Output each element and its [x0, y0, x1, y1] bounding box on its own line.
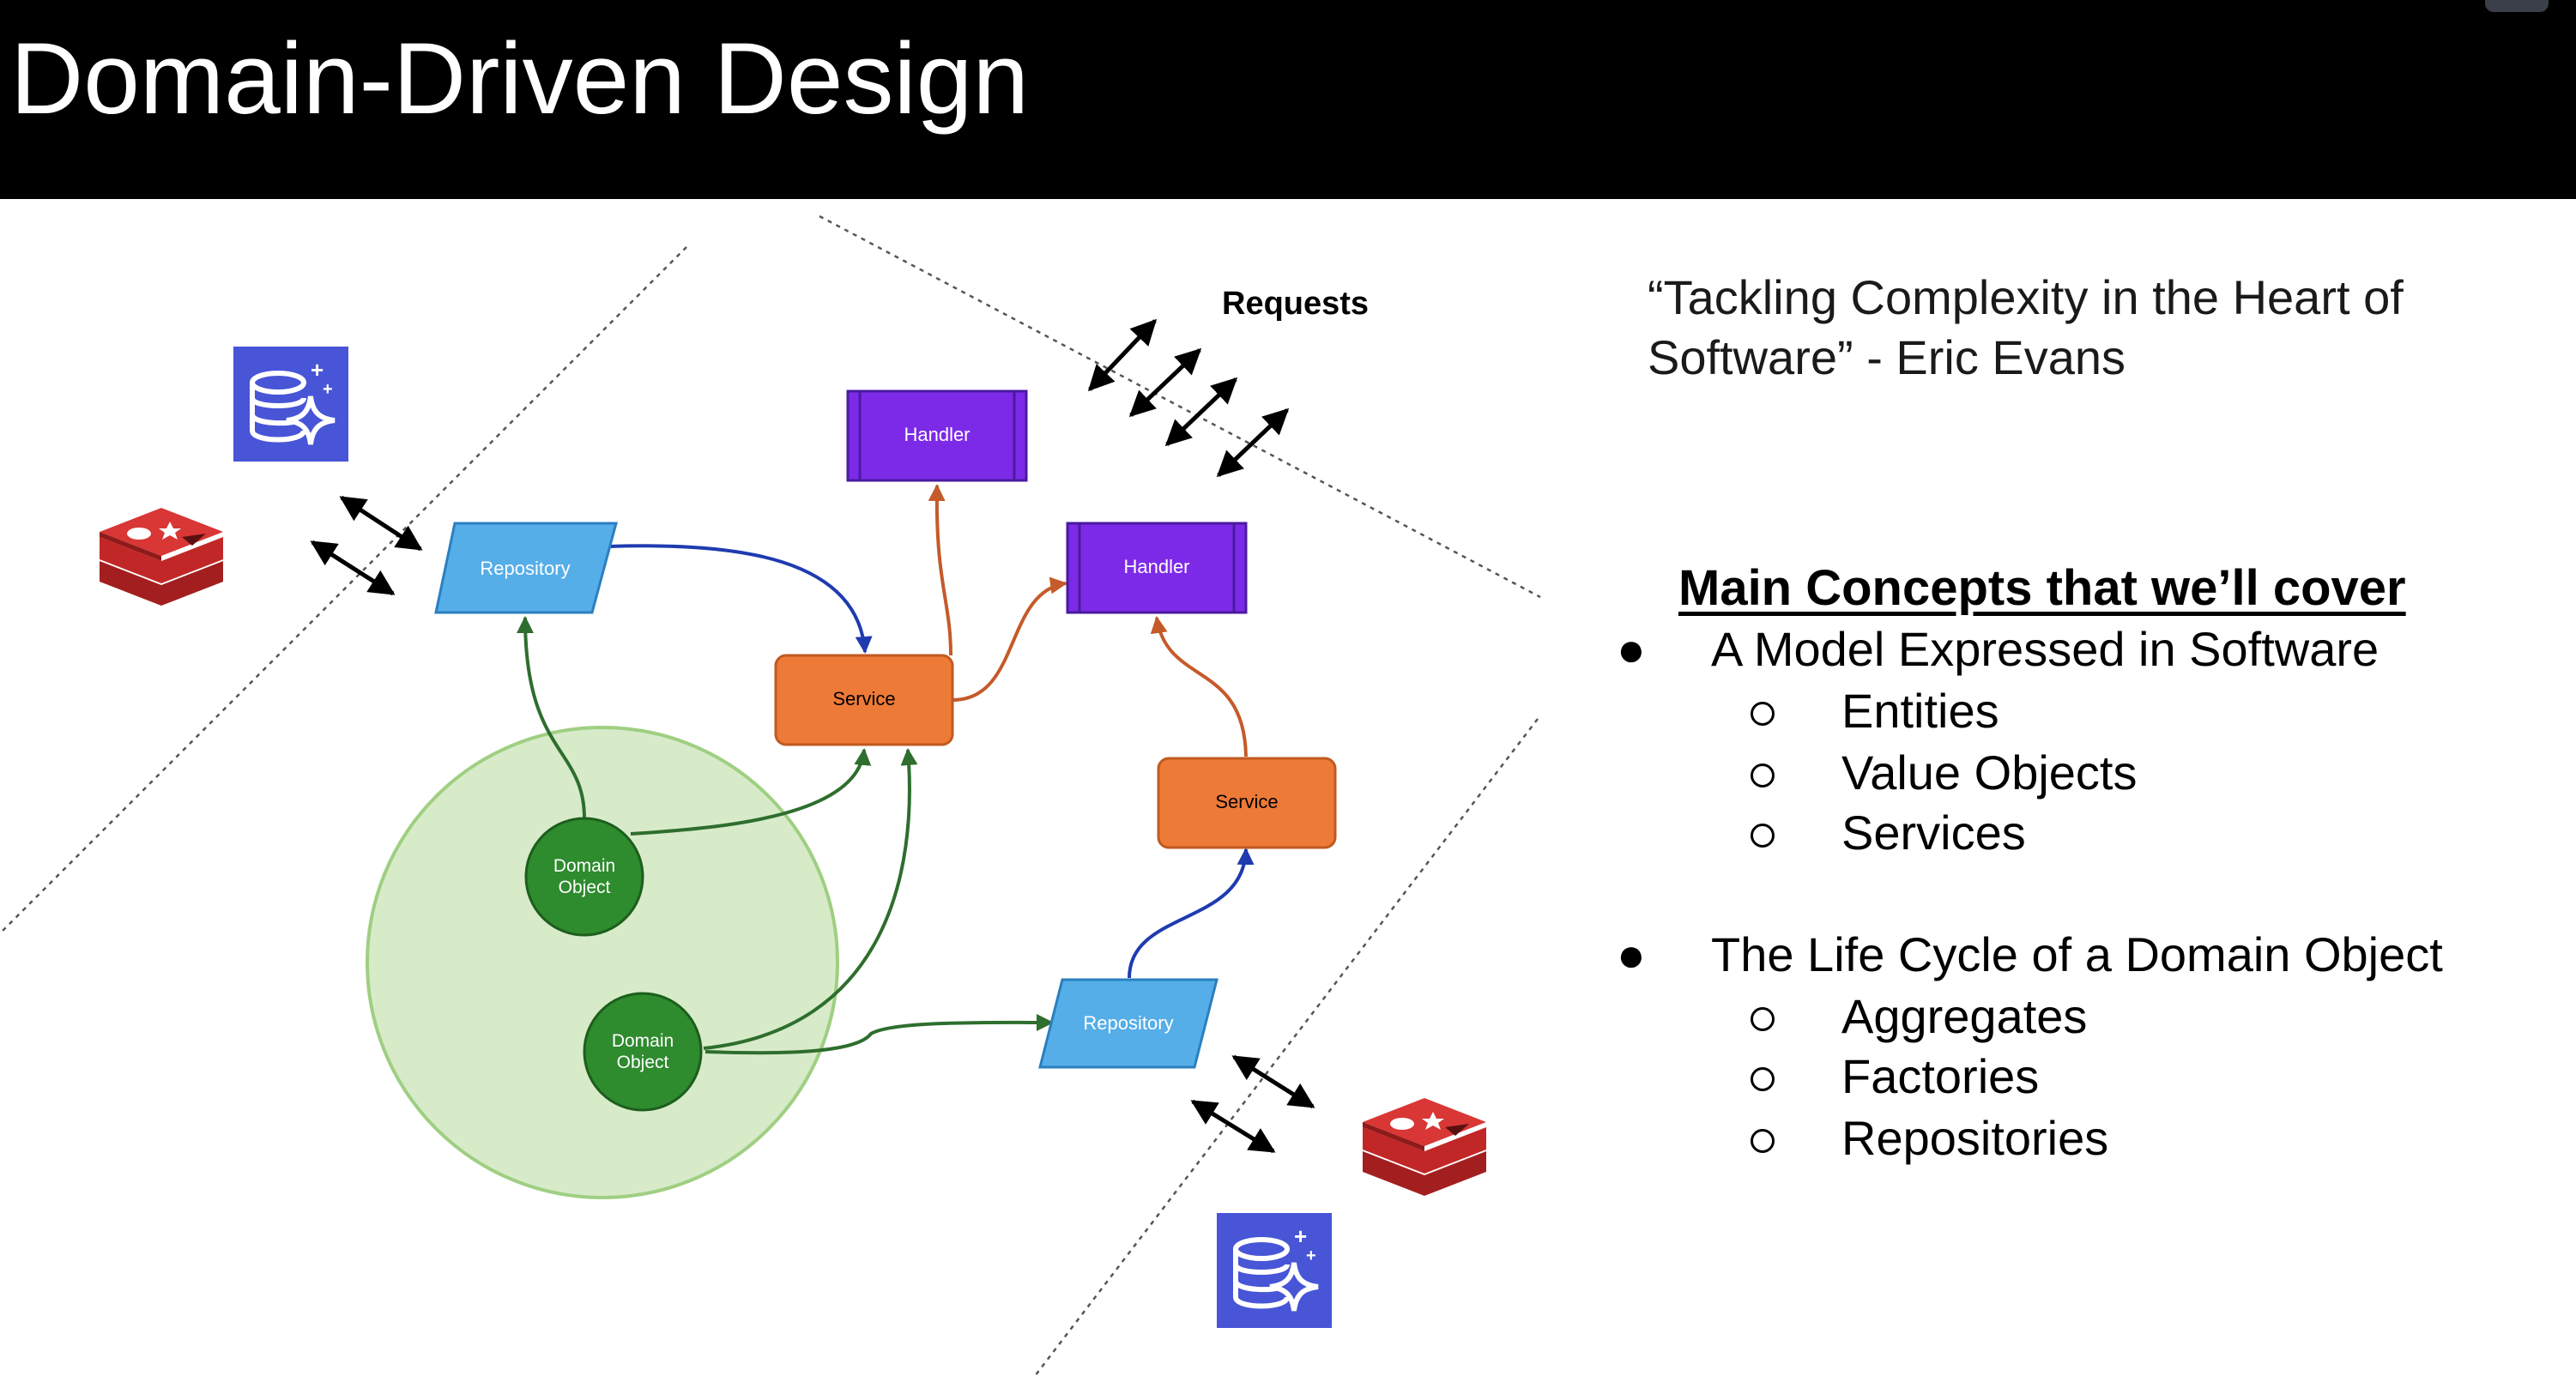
storage-arrows: [310, 495, 1315, 1154]
svg-text:+: +: [311, 357, 324, 383]
handler-node-right: Handler: [1066, 522, 1248, 614]
storage-arrow: [310, 540, 396, 596]
handler-label: Handler: [1123, 556, 1189, 577]
redis-stack-icon: [100, 508, 223, 606]
database-sparkle-icon: + +: [1217, 1213, 1332, 1328]
bullet-icon: ●: [1617, 927, 1646, 981]
service-node-left: Service: [774, 654, 954, 746]
repository-node-top: Repository: [434, 522, 618, 614]
concept-item: Entities: [1841, 684, 1999, 738]
request-arrow: [1216, 407, 1290, 478]
window-corner-tab: [2485, 0, 2549, 12]
hollow-bullet-icon: [1751, 1129, 1775, 1153]
right-boundary-line: [1034, 718, 1539, 1376]
database-sparkle-icon: + +: [233, 347, 348, 462]
request-arrow: [1164, 377, 1238, 447]
hollow-bullet-icon: [1751, 1007, 1775, 1031]
ddd-architecture-diagram: Requests Repository Repository Service S…: [0, 214, 1541, 1376]
domain-object-node-bottom: Domain Object: [583, 992, 703, 1112]
repository-node-bottom: Repository: [1038, 978, 1218, 1069]
domain-object-label: Object: [617, 1053, 669, 1072]
hollow-bullet-icon: [1751, 763, 1775, 788]
domain-object-label: Object: [559, 878, 611, 897]
storage-arrow: [339, 495, 423, 552]
quote-line-1: “Tackling Complexity in the Heart of: [1648, 270, 2404, 324]
service-label: Service: [1215, 791, 1278, 812]
concept-item: Repositories: [1841, 1111, 2109, 1165]
domain-boundary-circle: [366, 726, 839, 1199]
slide-title: Domain-Driven Design: [10, 22, 1029, 136]
repository-label: Repository: [1083, 1012, 1173, 1034]
repository2-to-service2-arrow: [1128, 848, 1255, 979]
domain-object-node-top: Domain Object: [524, 817, 644, 937]
domain2-to-repository-arrow: [704, 1013, 1054, 1055]
handler-label: Handler: [904, 424, 970, 445]
request-arrow: [1087, 318, 1158, 392]
eric-evans-quote: “Tackling Complexity in the Heart of Sof…: [1648, 268, 2506, 388]
domain-to-repository-arrow: [517, 616, 586, 819]
concept-item: Services: [1841, 806, 2026, 860]
redis-stack-icon: [1363, 1098, 1486, 1196]
request-arrows: [1087, 318, 1290, 478]
storage-arrow: [1190, 1099, 1276, 1154]
concept-item: Value Objects: [1841, 745, 2138, 800]
service-to-handler-arrow: [928, 484, 952, 656]
storage-arrow: [1231, 1054, 1315, 1109]
hollow-bullet-icon: [1751, 1067, 1775, 1091]
concept-item: Factories: [1841, 1049, 2040, 1103]
service-to-handler2-arrow: [952, 576, 1067, 702]
service-node-right: Service: [1157, 757, 1337, 849]
requests-label: Requests: [1222, 286, 1369, 322]
bullet-icon: ●: [1617, 622, 1646, 676]
concepts-heading: Main Concepts that we’ll cover: [1678, 560, 2406, 616]
domain-object-label: Domain: [612, 1031, 674, 1051]
service2-to-handler2-arrow: [1150, 616, 1248, 757]
quote-line-2: Software” - Eric Evans: [1648, 330, 2126, 384]
concept-section-title: A Model Expressed in Software: [1711, 622, 2379, 676]
hollow-bullet-icon: [1751, 702, 1775, 726]
title-bar: Domain-Driven Design: [0, 0, 2576, 199]
svg-text:+: +: [1306, 1246, 1316, 1265]
svg-text:+: +: [1294, 1223, 1307, 1249]
domain-to-service-arrow: [630, 748, 872, 836]
repository-to-service-arrow: [608, 544, 873, 654]
concept-section-title: The Life Cycle of a Domain Object: [1711, 927, 2443, 981]
hollow-bullet-icon: [1751, 824, 1775, 848]
request-arrow: [1128, 347, 1202, 418]
handler-node-top: Handler: [846, 389, 1028, 482]
repository-label: Repository: [480, 558, 570, 579]
service-label: Service: [832, 688, 895, 709]
domain2-to-service-arrow: [703, 748, 918, 1050]
domain-object-label: Domain: [553, 856, 615, 876]
svg-text:+: +: [323, 380, 333, 399]
concept-item: Aggregates: [1841, 989, 2088, 1043]
